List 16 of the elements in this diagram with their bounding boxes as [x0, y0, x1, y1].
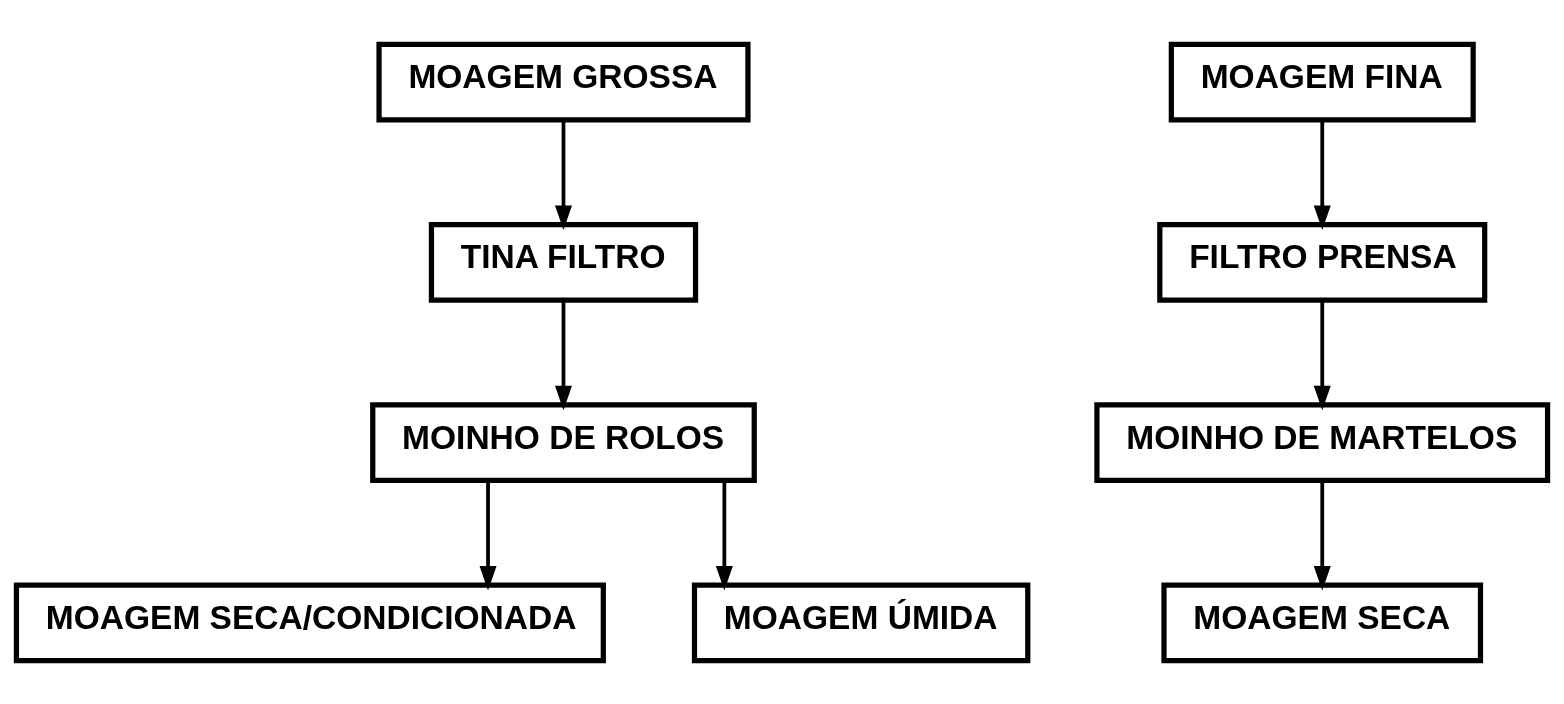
arrow: [554, 119, 572, 230]
arrow: [1313, 300, 1331, 410]
arrow: [479, 480, 497, 590]
node-box: TINA FILTRO: [428, 221, 699, 303]
arrow: [554, 300, 572, 410]
arrow: [715, 480, 733, 590]
node-box: MOINHO DE MARTELOS: [1094, 401, 1551, 483]
arrow: [1313, 119, 1331, 230]
node-box: MOINHO DE ROLOS: [370, 401, 757, 483]
node-box: FILTRO PRENSA: [1157, 221, 1488, 303]
node-box: MOAGEM SECA: [1161, 582, 1484, 663]
arrow: [1313, 480, 1331, 590]
node-box: MOAGEM ÚMIDA: [691, 582, 1031, 663]
node-box: MOAGEM SECA/CONDICIONADA: [13, 582, 606, 663]
node-box: MOAGEM GROSSA: [376, 41, 751, 122]
node-box: MOAGEM FINA: [1168, 41, 1476, 122]
